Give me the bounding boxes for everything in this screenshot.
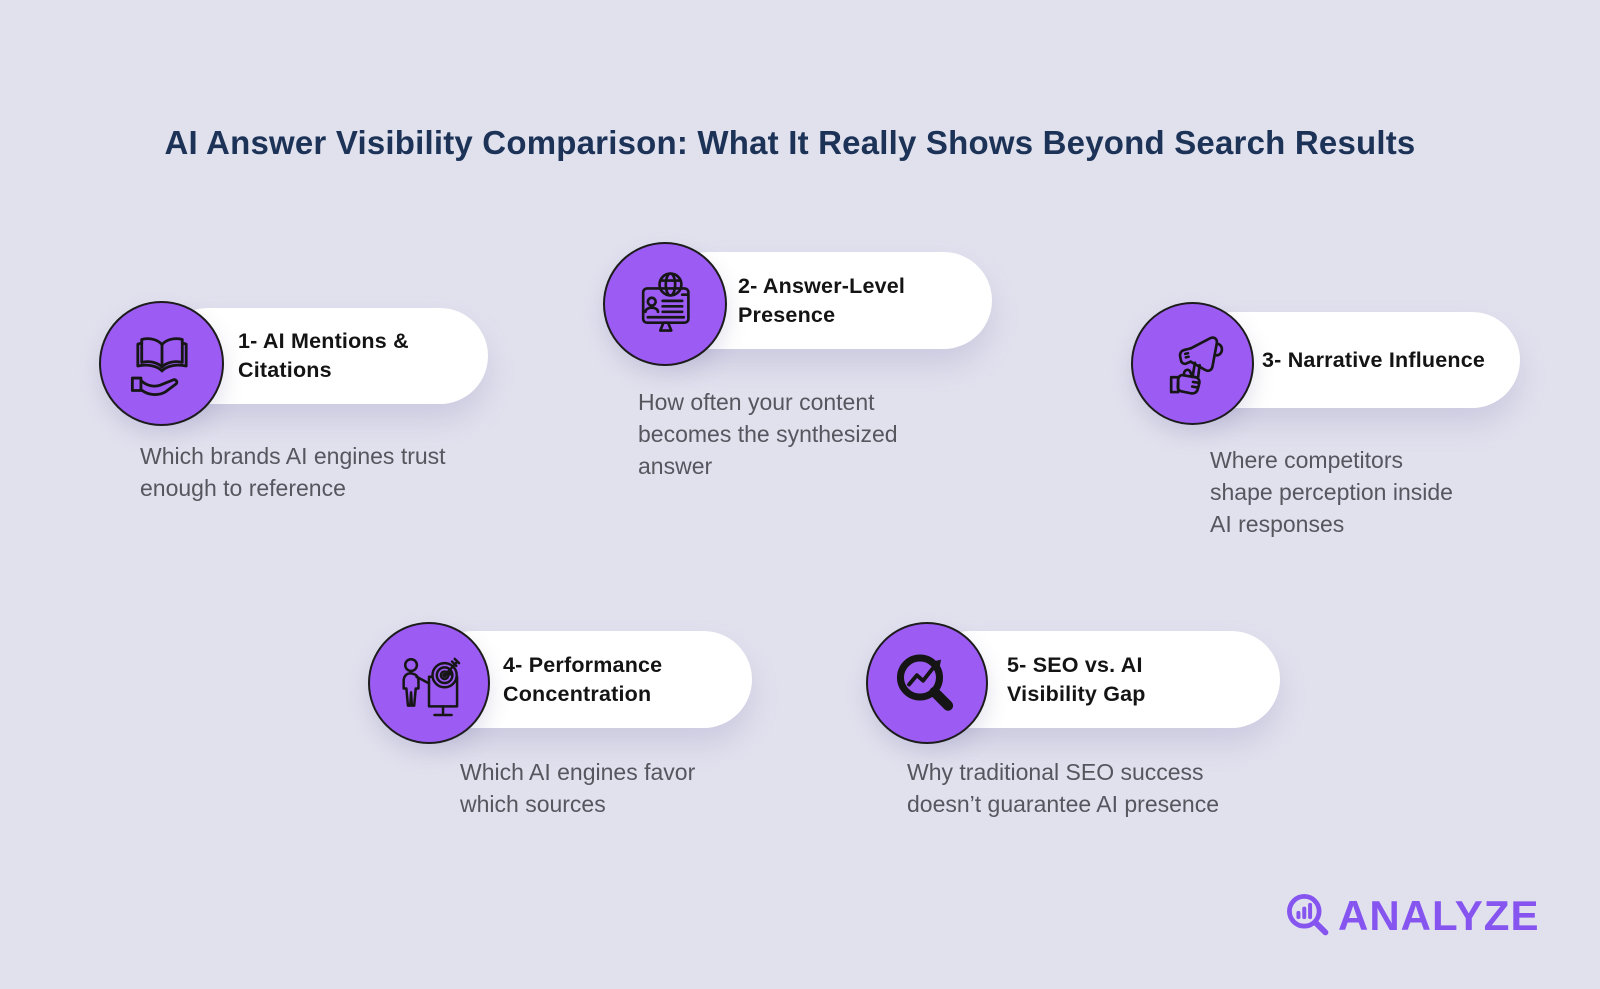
item-icon-circle-4 <box>368 622 490 744</box>
item-label-4: 4- Performance Concentration <box>503 652 663 706</box>
presenter-target-icon <box>402 657 461 717</box>
monitor-globe-icon <box>641 272 690 332</box>
item-icon-circle-3 <box>1131 302 1254 425</box>
book-on-hand-icon <box>130 336 188 396</box>
item-icon-circle-1 <box>99 301 224 426</box>
item-label-1: 1- AI Mentions & Citations <box>238 329 409 382</box>
item-description-2: How often your content becomes the synth… <box>638 389 898 479</box>
magnifier-bars-icon <box>1287 894 1329 936</box>
brand-name: ANALYZE <box>1338 892 1540 939</box>
megaphone-hand-icon <box>1169 335 1223 395</box>
item-description-4: Which AI engines favor which sources <box>460 759 696 817</box>
item-icon-circle-5 <box>866 622 988 744</box>
brand-logo: ANALYZE <box>1282 889 1539 942</box>
item-label-2: 2- Answer-Level Presence <box>738 273 906 327</box>
item-description-5: Why traditional SEO success doesn’t guar… <box>907 759 1220 817</box>
magnifier-trend-icon <box>896 654 954 711</box>
item-icon-circle-2 <box>603 242 727 366</box>
page-title: AI Answer Visibility Comparison: What It… <box>164 124 1416 161</box>
item-description-1: Which brands AI engines trust enough to … <box>140 443 446 501</box>
item-label-3: 3- Narrative Influence <box>1262 347 1486 372</box>
item-label-5: 5- SEO vs. AI Visibility Gap <box>1007 652 1146 706</box>
item-description-3: Where competitors shape perception insid… <box>1210 447 1453 537</box>
